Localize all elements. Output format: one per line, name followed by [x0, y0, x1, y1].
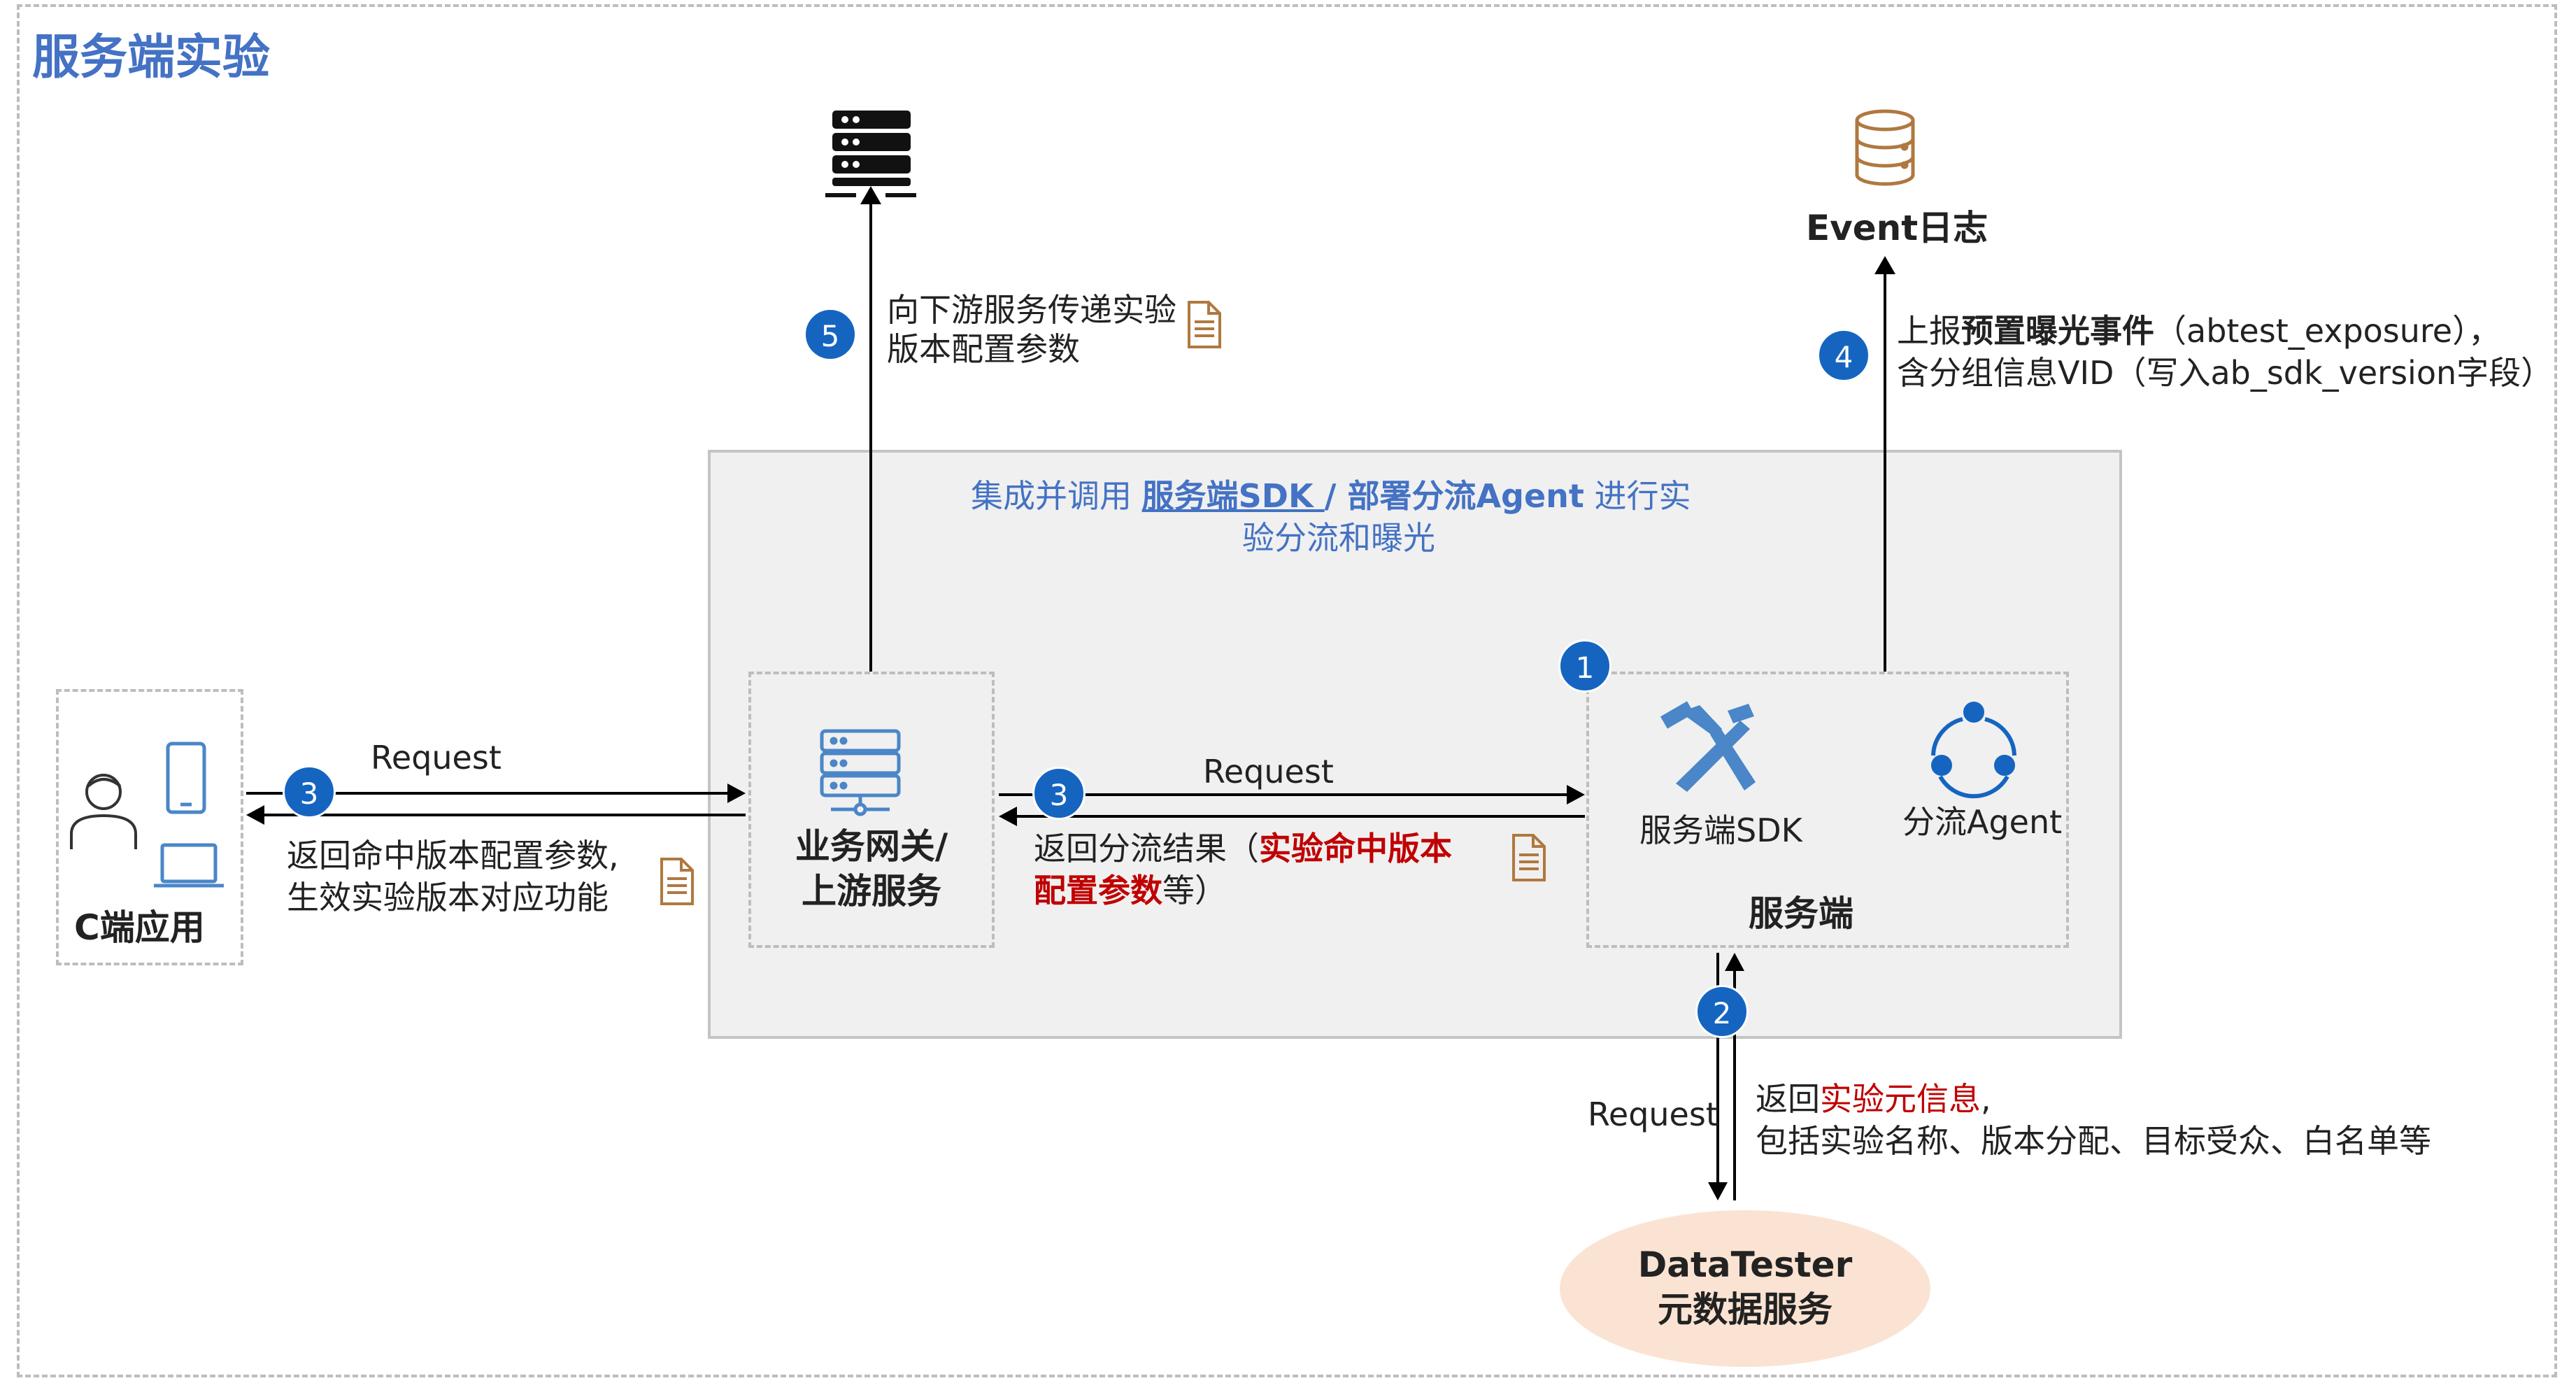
step-3-server-request: Request [1203, 753, 1334, 790]
integration-note-sdk: 服务端SDK [1141, 477, 1325, 515]
step-5-line1: 向下游服务传递实验 [887, 291, 1176, 329]
step-2-response-line1: 返回实验元信息, [1756, 1080, 1991, 1118]
integration-note-agent: 部署分流Agent [1347, 477, 1584, 515]
step-1-badge: 1 [1558, 639, 1611, 693]
gateway-label-line1: 业务网关/ [795, 826, 948, 867]
client-label: C端应用 [74, 907, 205, 948]
server-label: 服务端 [1749, 893, 1853, 934]
step-3-server-badge: 3 [1032, 767, 1086, 820]
phone-icon [166, 742, 206, 814]
integration-note-line2: 验分流和曝光 [1242, 519, 1435, 557]
step-2-badge: 2 [1695, 985, 1749, 1038]
step-2-response-line2: 包括实验名称、版本分配、目标受众、白名单等 [1756, 1122, 2431, 1160]
user-icon [70, 774, 137, 849]
document-icon [1188, 301, 1221, 348]
cycle-icon [1931, 702, 2016, 799]
outer-frame [17, 4, 2557, 1377]
step-3-client-badge: 3 [283, 765, 336, 818]
server-rack-icon [825, 111, 916, 197]
gateway-label-line2: 上游服务 [802, 871, 941, 912]
server-agent-label: 分流Agent [1902, 803, 2063, 841]
gateway-server-icon [820, 729, 901, 816]
step-4-badge: 4 [1817, 329, 1870, 382]
step-5-line2: 版本配置参数 [887, 330, 1080, 368]
step-5-badge: 5 [804, 308, 857, 361]
step-3-server-response-line1: 返回分流结果（实验命中版本 [1034, 830, 1452, 867]
step-2-request: Request [1588, 1095, 1718, 1133]
client-box [56, 689, 243, 965]
hammer-tools-icon [1660, 701, 1756, 792]
datatester-node [1560, 1210, 1930, 1367]
page-title: 服务端实验 [32, 30, 271, 85]
step-3-server-response-line2: 配置参数等） [1034, 872, 1227, 909]
step-3-client-response-line1: 返回命中版本配置参数, [287, 837, 619, 874]
integration-note-line1: 集成并调用 服务端SDK / 部署分流Agent 进行实 [971, 477, 1691, 515]
datatester-label-line1: DataTester [1637, 1244, 1853, 1285]
datatester-label-line2: 元数据服务 [1658, 1289, 1833, 1330]
step-4-line2: 含分组信息VID（写入ab_sdk_version字段） [1897, 354, 2554, 392]
step-3-client-response-line2: 生效实验版本对应功能 [287, 879, 609, 916]
laptop-icon [154, 843, 224, 888]
document-icon [1512, 834, 1546, 881]
step-3-client-request: Request [371, 739, 501, 776]
event-log-label: Event日志 [1806, 208, 1988, 248]
database-icon [1855, 109, 1915, 186]
document-icon [660, 858, 694, 905]
server-sdk-label: 服务端SDK [1639, 811, 1802, 849]
step-4-line1: 上报预置曝光事件（abtest_exposure）， [1897, 312, 2501, 350]
